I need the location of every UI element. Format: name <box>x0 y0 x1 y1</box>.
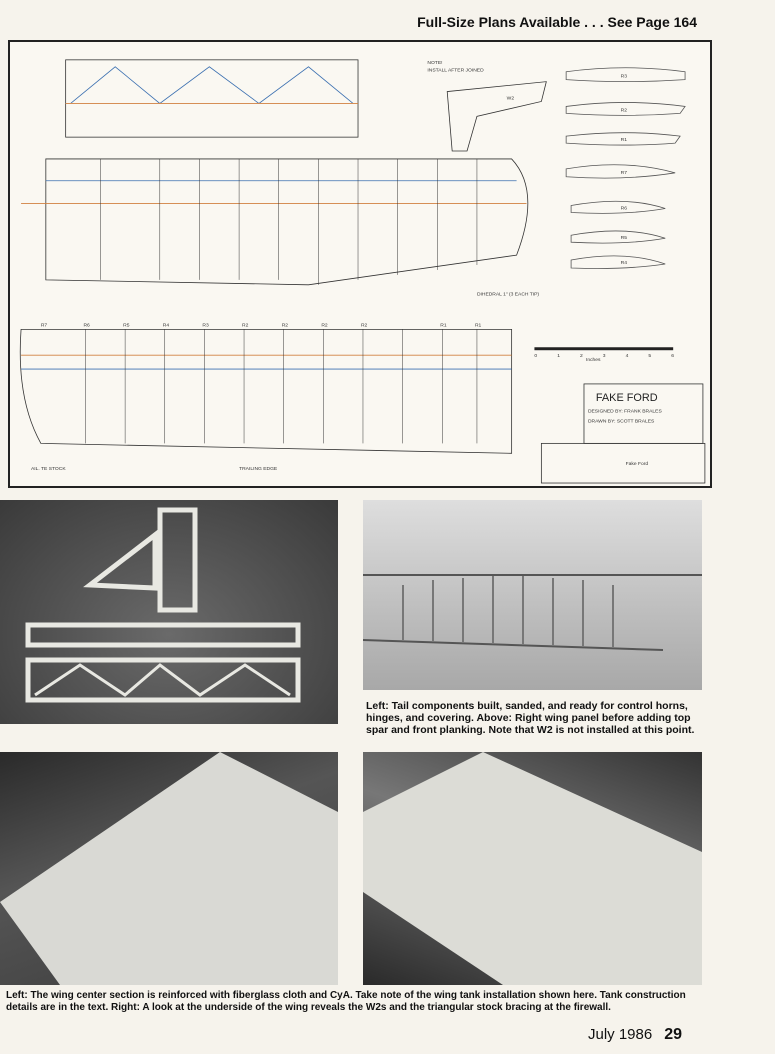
trailing-edge-label: TRAILING EDGE <box>239 466 278 472</box>
wing-bottom-view <box>19 329 513 454</box>
svg-text:R2: R2 <box>361 322 368 328</box>
scale-bar: 0 1 2 3 4 5 6 <box>534 347 674 359</box>
svg-text:R2: R2 <box>321 322 328 328</box>
svg-text:6: 6 <box>671 353 674 359</box>
svg-text:R4: R4 <box>621 260 628 266</box>
svg-text:3: 3 <box>603 353 606 359</box>
svg-text:R6: R6 <box>83 322 90 328</box>
svg-text:R1: R1 <box>475 322 482 328</box>
plans-available-header: Full-Size Plans Available . . . See Page… <box>417 14 697 30</box>
drawn-by: DRAWN BY: SCOTT BRALES <box>588 419 655 425</box>
tail-parts-sketch <box>25 507 301 703</box>
svg-text:R2: R2 <box>621 107 628 113</box>
svg-text:R3: R3 <box>202 322 209 328</box>
dihedral-label: DIHEDRAL 1" (3 EACH TIP) <box>477 292 539 298</box>
wing-underside-sketch <box>363 752 702 985</box>
page-footer: July 1986 29 <box>588 1026 682 1044</box>
photo-right-wing-panel <box>363 500 702 690</box>
svg-text:1: 1 <box>557 353 560 359</box>
wing-top-view <box>45 158 529 286</box>
rib-labels: R7 R6 R5 R4 R3 R2 R2 R2 R2 R1 R1 <box>41 322 482 328</box>
plan-title: FAKE FORD <box>596 392 658 404</box>
svg-text:5: 5 <box>648 353 651 359</box>
svg-text:R4: R4 <box>163 322 170 328</box>
photo-wing-center-section <box>0 752 338 985</box>
svg-text:R2: R2 <box>282 322 289 328</box>
svg-text:R5: R5 <box>621 235 628 241</box>
note-label: NOTE! <box>427 60 442 66</box>
svg-text:R1: R1 <box>621 137 628 143</box>
caption-center-section-and-underside: Left: The wing center section is reinfor… <box>6 990 686 1013</box>
wing-panel-sketch <box>363 574 702 651</box>
svg-text:R3: R3 <box>621 74 628 80</box>
center-section-sketch <box>0 752 338 985</box>
scale-label: Inches <box>586 357 601 363</box>
aileron-label: AIL. TE STOCK <box>31 466 66 472</box>
svg-text:R1: R1 <box>440 322 447 328</box>
photo-wing-underside <box>363 752 702 985</box>
plan-svg: FAKE FORD DESIGNED BY: FRANK BRALES DRAW… <box>19 59 706 484</box>
svg-text:R5: R5 <box>123 322 130 328</box>
issue-date: July 1986 <box>588 1026 653 1043</box>
svg-text:R7: R7 <box>621 170 628 176</box>
stabilizer-outline <box>65 59 359 138</box>
w2-label: W2 <box>507 95 515 101</box>
svg-text:R7: R7 <box>41 322 48 328</box>
project-name: Fake Ford <box>626 461 649 467</box>
photo-tail-components <box>0 500 338 724</box>
svg-text:R6: R6 <box>621 205 628 211</box>
svg-text:0: 0 <box>534 353 537 359</box>
svg-text:2: 2 <box>580 353 583 359</box>
note-text: INSTALL AFTER JOINED <box>427 68 484 74</box>
svg-text:R2: R2 <box>242 322 249 328</box>
wing-plan-drawing: FAKE FORD DESIGNED BY: FRANK BRALES DRAW… <box>8 40 712 488</box>
page-number: 29 <box>664 1026 683 1043</box>
caption-tail-and-wing-panel: Left: Tail components built, sanded, and… <box>366 700 695 736</box>
designed-by: DESIGNED BY: FRANK BRALES <box>588 409 663 415</box>
svg-text:4: 4 <box>626 353 629 359</box>
rib-template-labels: R3 R2 R1 R7 R6 R5 R4 <box>621 74 628 266</box>
